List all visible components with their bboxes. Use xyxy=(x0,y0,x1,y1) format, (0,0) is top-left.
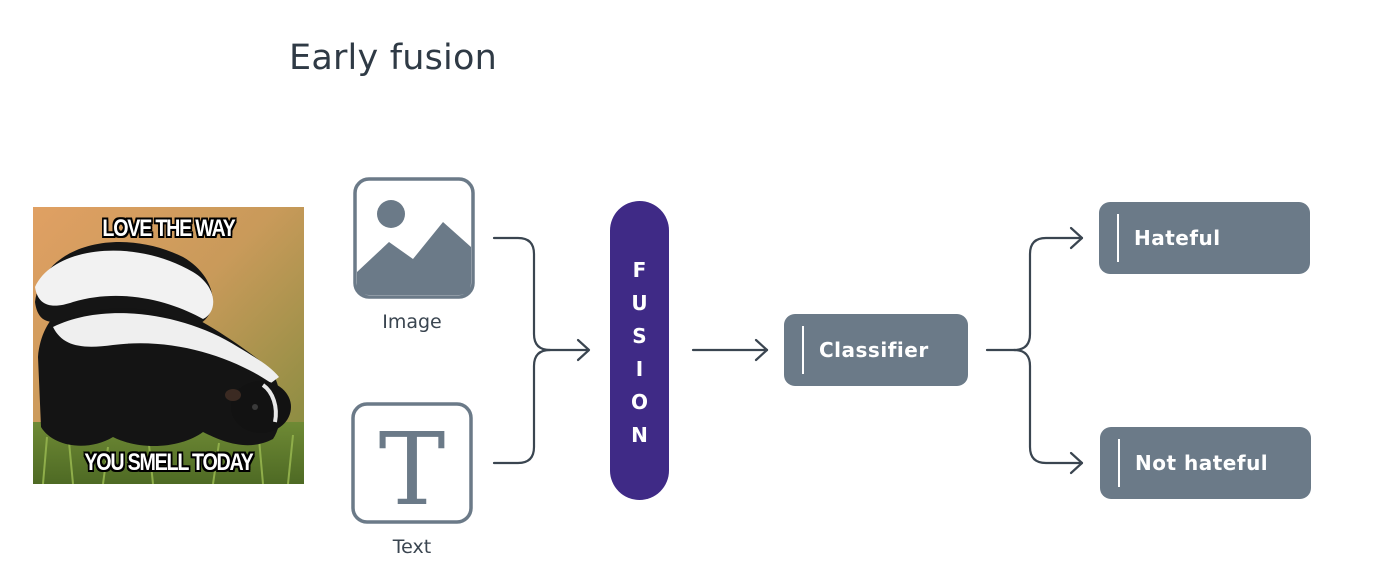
classifier-node: Classifier xyxy=(784,314,968,386)
fusion-letter: S xyxy=(632,324,647,348)
text-to-fusion-line xyxy=(492,348,552,465)
meme-bottom-caption: YOU SMELL TODAY xyxy=(84,449,253,476)
classifier-label: Classifier xyxy=(819,338,929,362)
node-accent-bar xyxy=(1118,439,1120,487)
image-input-label: Image xyxy=(382,311,442,333)
hateful-output-node: Hateful xyxy=(1099,202,1310,274)
node-accent-bar xyxy=(802,326,804,374)
not-hateful-label: Not hateful xyxy=(1135,451,1269,475)
fusion-letter: U xyxy=(631,291,648,315)
text-icon: T xyxy=(351,402,473,528)
classifier-to-hateful-line xyxy=(985,236,1084,352)
arrowhead-to-not-hateful xyxy=(1069,451,1084,475)
fusion-letter: N xyxy=(631,423,648,447)
image-icon xyxy=(353,177,475,303)
fusion-letter: F xyxy=(632,258,647,282)
image-to-fusion-line xyxy=(492,236,590,352)
arrowhead-to-hateful xyxy=(1069,226,1084,250)
hateful-label: Hateful xyxy=(1134,226,1221,250)
fusion-letter: O xyxy=(630,390,648,414)
skunk-photo xyxy=(33,207,304,484)
meme-top-caption: LOVE THE WAY xyxy=(102,215,235,242)
svg-text:T: T xyxy=(379,411,446,524)
fusion-letter: I xyxy=(635,357,644,381)
text-input-label: Text xyxy=(392,536,432,558)
arrowhead-to-classifier xyxy=(754,338,769,362)
fusion-block: F U S I O N xyxy=(610,201,669,500)
classifier-to-not-hateful-line xyxy=(1012,348,1084,465)
node-accent-bar xyxy=(1117,214,1119,262)
arrowhead-to-fusion xyxy=(576,338,591,362)
not-hateful-output-node: Not hateful xyxy=(1100,427,1311,499)
meme-image: LOVE THE WAY YOU SMELL TODAY xyxy=(33,207,304,484)
diagram-title: Early fusion xyxy=(289,38,497,78)
